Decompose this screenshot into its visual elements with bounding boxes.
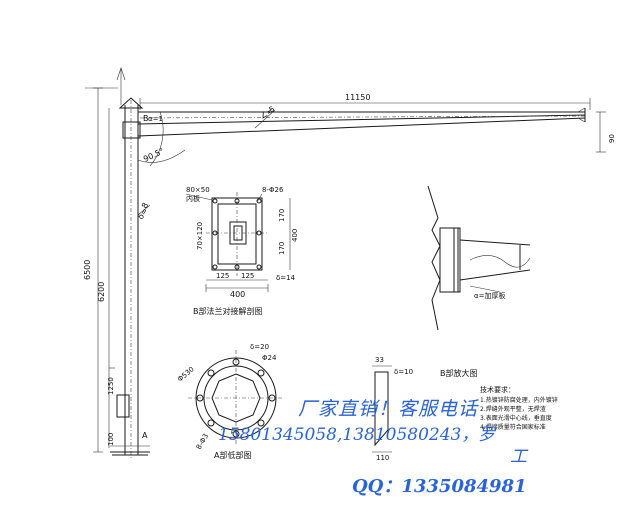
flange-top-label: 80×50 bbox=[186, 186, 210, 194]
flange-side-left: 125 bbox=[216, 272, 229, 280]
ring-bolt-label: 8-Φ3 bbox=[195, 432, 210, 451]
arc-mark: α=1 bbox=[148, 115, 163, 123]
notes-item-4: 4.焊接质量符合国家标准 bbox=[480, 423, 546, 431]
ad-headline: 厂家直销！客服电话 bbox=[298, 398, 479, 420]
pole-shaft-label: 6200 bbox=[97, 282, 106, 302]
base-w-label: 100 bbox=[107, 433, 115, 446]
ring-thick-label: 8 bbox=[140, 201, 150, 210]
detail-b-caption: B部放大图 bbox=[440, 368, 478, 378]
rib-thick-label: δ=10 bbox=[394, 368, 413, 376]
detail-b-view: α=加厚板 B部放大图 bbox=[427, 185, 531, 378]
flange-height-label: 400 bbox=[291, 229, 299, 242]
ad-qq-contact: QQ：1335084981 bbox=[352, 476, 527, 497]
notes-block: 技术要求： 1.热镀锌防腐处理，内外镀锌 2.焊缝外观平整，无焊渣 3.表面光滑… bbox=[480, 385, 558, 431]
pole-top-marker bbox=[85, 67, 126, 105]
main-pole bbox=[110, 97, 150, 460]
ring-dia-label: Φ530 bbox=[176, 365, 196, 383]
rib-b-label: 110 bbox=[376, 454, 389, 462]
ring-hole-label: Φ24 bbox=[262, 354, 277, 362]
ring-plate-label: δ=20 bbox=[250, 343, 269, 351]
b-joint-marker: B α=1 bbox=[143, 111, 164, 167]
flange-gap-bottom: 170 bbox=[278, 242, 286, 255]
base-h-label: 1250 bbox=[107, 377, 115, 395]
ad-phone-suffix: 工 bbox=[510, 447, 527, 467]
notes-title: 技术要求： bbox=[480, 385, 515, 394]
flange-plate-label: δ=14 bbox=[276, 274, 296, 282]
base-caption: A部低部图 bbox=[214, 450, 251, 460]
arm-height-label: 90 bbox=[608, 134, 616, 143]
flange-bolt-label: 8-Φ26 bbox=[262, 186, 284, 194]
b-letter: B bbox=[143, 114, 149, 123]
flange-sub-label: 内板 bbox=[186, 194, 200, 203]
flange-side-right: 125 bbox=[241, 272, 254, 280]
notes-item-2: 2.焊缝外观平整，无焊渣 bbox=[480, 405, 546, 413]
slope-label: 5 bbox=[268, 104, 277, 114]
pole-height-label: 6500 bbox=[83, 260, 92, 280]
slope-marker: ∠= 5 bbox=[254, 104, 277, 129]
span-dimension: 11150 bbox=[139, 93, 591, 110]
ad-phone-numbers: 15801345058,13810580243，罗 bbox=[218, 425, 496, 445]
rib-w-label: 33 bbox=[375, 356, 384, 364]
flange-width-label: 400 bbox=[230, 290, 245, 299]
flange-rib-label: 70×120 bbox=[196, 222, 204, 250]
base-a-letter: A bbox=[142, 431, 148, 440]
flange-gap-top: 170 bbox=[278, 209, 286, 222]
rib-detail: 33 δ=10 110 bbox=[372, 356, 413, 462]
notes-item-1: 1.热镀锌防腐处理，内外镀锌 bbox=[480, 396, 558, 404]
arm-end-dimension: 90 bbox=[596, 111, 616, 153]
flange-caption: B部法兰对接解剖图 bbox=[193, 306, 263, 316]
detail-side-note: α=加厚板 bbox=[474, 291, 505, 300]
notes-item-3: 3.表面光滑中心线，垂直度 bbox=[480, 414, 552, 422]
span-label: 11150 bbox=[345, 93, 370, 102]
angle-marker: 90.5° bbox=[137, 146, 186, 164]
flange-section-view: 400 125 125 400 170 170 70×120 80×50 内板 … bbox=[185, 186, 299, 316]
height-dimensions: 6500 6200 1250 100 A bbox=[83, 87, 148, 453]
cantilever-arm bbox=[137, 107, 586, 137]
